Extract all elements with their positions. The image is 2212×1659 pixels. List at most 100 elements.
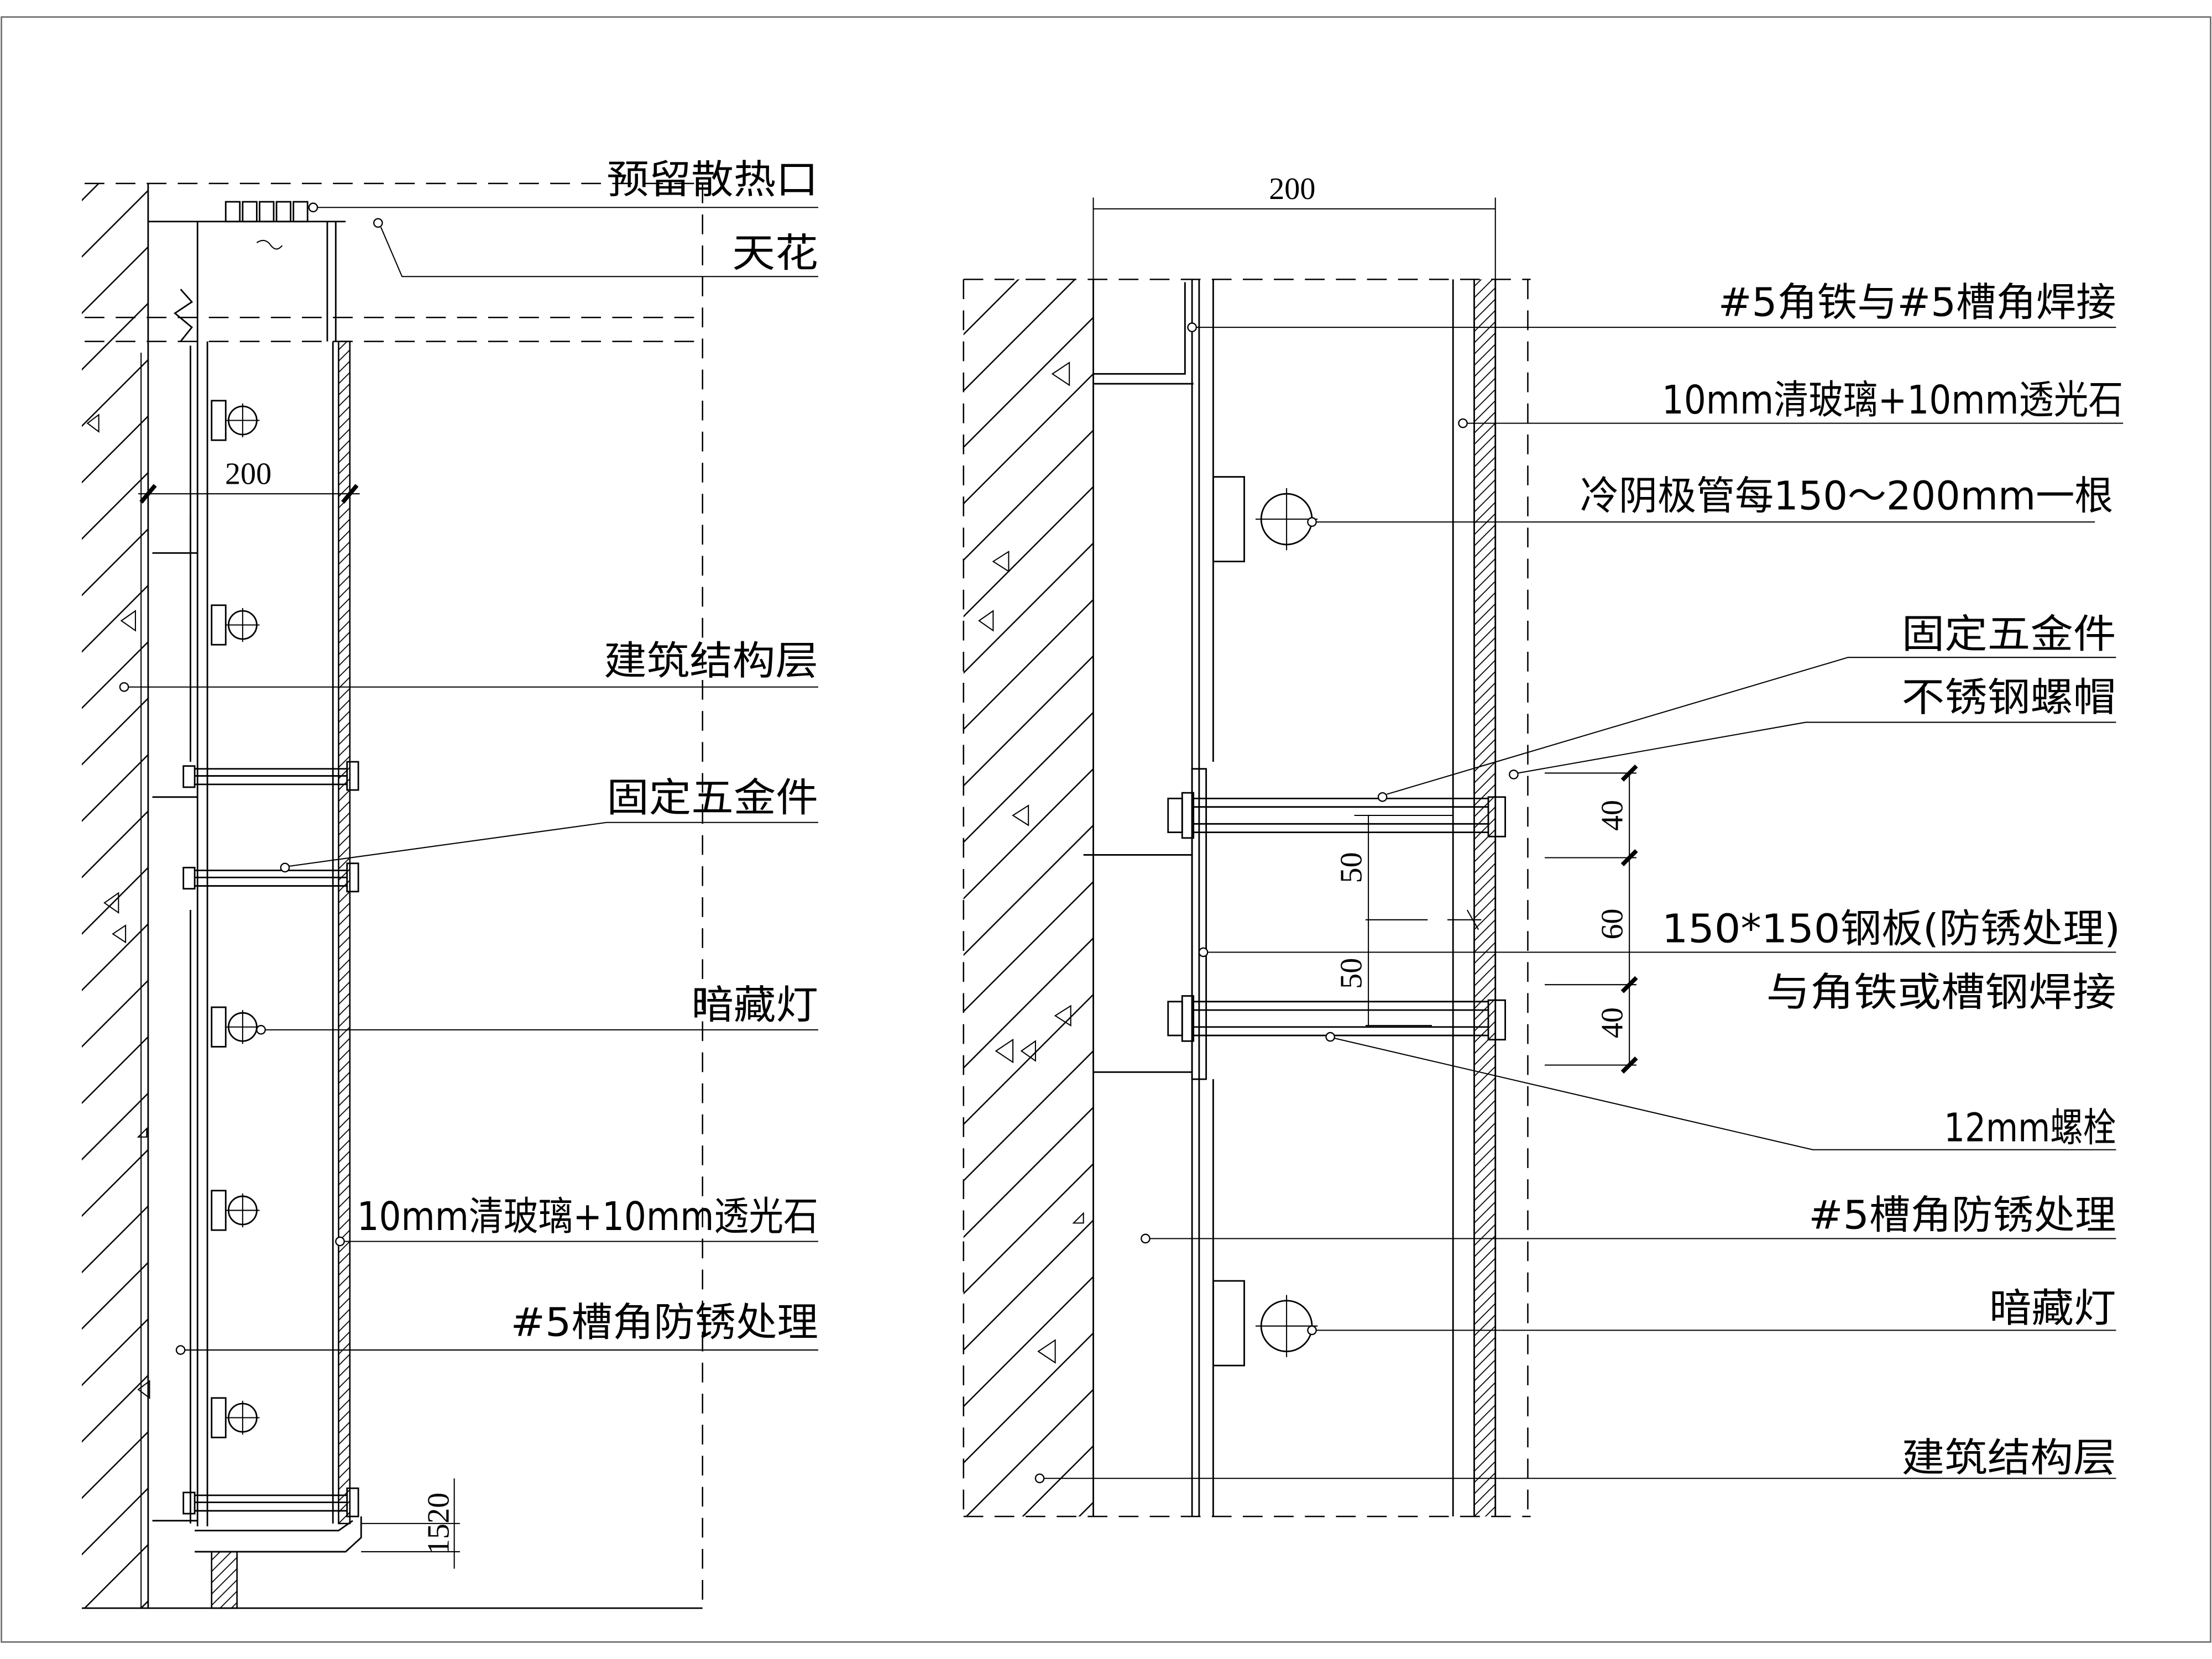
label-hardware: 固定五金件	[1902, 611, 2116, 657]
label-glass: 10mm清玻璃+10mm透光石	[357, 1194, 818, 1239]
lamp-centerline	[226, 1193, 260, 1228]
label-bolt: 12mm螺栓	[1944, 1105, 2116, 1150]
left-bottom-dimension-lines	[361, 1478, 460, 1569]
leader-dot	[1034, 1473, 1045, 1484]
bolt-nut	[182, 1491, 196, 1515]
vent-slot	[224, 201, 241, 223]
lamp-centerline	[226, 1400, 260, 1435]
lamp-holder	[1212, 476, 1245, 563]
right-width-dimension-lines	[1092, 197, 1496, 280]
right-width-dimension: 200	[1269, 172, 1315, 206]
right-spacing-dimension-ticks	[1620, 764, 1638, 1074]
left-detail: 200 1520 预留散热口 天花 建筑结构层 固定五金件 暗藏灯	[81, 157, 818, 1609]
label-structure: 建筑结构层	[604, 638, 818, 684]
left-boundary-dashed-lines	[85, 182, 705, 1609]
vent-slot	[275, 201, 292, 223]
left-angle-brackets	[152, 515, 198, 1522]
vent-slot	[292, 201, 308, 223]
leader-dot	[1458, 418, 1468, 428]
leader-line-hardware	[289, 821, 818, 867]
leader-dot	[1187, 322, 1197, 332]
label-plate-weld: 与角铁或槽钢焊接	[1766, 969, 2116, 1015]
lamp-centerline	[1255, 1295, 1318, 1357]
leader-dot	[280, 862, 290, 873]
dimension-inner-lower: 50	[1334, 958, 1368, 989]
right-spacing-dimension-lines	[1545, 772, 1636, 1066]
label-glass: 10mm清玻璃+10mm透光石	[1662, 377, 2123, 423]
dimension-top-spacing: 40	[1595, 800, 1629, 831]
right-wall-hatch	[963, 279, 1094, 1517]
bolt-shaft	[195, 870, 347, 887]
right-inner-dimension-lines	[1354, 814, 1453, 1027]
label-hardware: 固定五金件	[606, 774, 818, 820]
leader-dot	[1307, 517, 1317, 527]
bolt-nut	[346, 761, 359, 791]
right-translucent-stone	[1474, 279, 1495, 1517]
right-detail: 200	[963, 172, 2124, 1517]
stainless-cap-nut	[1487, 796, 1507, 838]
dimension-inner-upper: 50	[1334, 852, 1368, 883]
leader-line-nut	[1518, 721, 2116, 774]
right-plate-angles	[1083, 854, 1193, 1073]
left-labels: 预留散热口 天花 建筑结构层 固定五金件 暗藏灯 10mm清玻璃+10mm透光石…	[357, 157, 818, 1346]
leader-dot	[1325, 1032, 1336, 1042]
left-bottom-trim	[211, 1551, 238, 1609]
right-leaders	[1034, 322, 2124, 1484]
lamp-centerline	[1255, 488, 1318, 551]
bolt-nut	[346, 862, 359, 893]
label-vent: 预留散热口	[606, 157, 818, 203]
bolt-nut	[182, 866, 196, 890]
left-concrete-aggregate-marks	[86, 414, 150, 1399]
leader-dot	[1141, 1233, 1151, 1244]
right-labels: #5角铁与#5槽角焊接 10mm清玻璃+10mm透光石 冷阴极管每150～200…	[1580, 280, 2123, 1481]
label-plate: 150*150钢板(防锈处理)	[1662, 906, 2120, 952]
bolt-shaft	[1193, 1001, 1488, 1037]
vent-airflow-mark	[256, 239, 283, 250]
right-concrete-aggregate-marks	[978, 361, 1084, 1364]
dimension-mid-spacing: 60	[1595, 908, 1629, 939]
left-steel-channel	[190, 341, 208, 1527]
bolt-nut	[182, 765, 196, 788]
bolt-washer	[1181, 995, 1195, 1042]
leader-dot	[256, 1025, 266, 1035]
label-channel: #5槽角防锈处理	[511, 1300, 818, 1346]
leader-dot	[308, 202, 318, 213]
right-top-angle-iron	[1093, 282, 1194, 385]
leader-dot	[119, 682, 129, 692]
left-width-dimension-ticks	[139, 484, 359, 504]
left-fixing-bolts	[182, 761, 359, 1517]
left-translucent-stone	[338, 341, 351, 1525]
steel-plate	[1191, 768, 1207, 1080]
left-bottom-dimension: 1520	[421, 1493, 456, 1555]
stainless-cap-nut	[1487, 999, 1507, 1041]
label-hidden-light: 暗藏灯	[691, 982, 818, 1028]
lamp-centerline	[226, 608, 260, 642]
dimension-bottom-spacing: 40	[1595, 1007, 1629, 1038]
leader-dot	[175, 1345, 186, 1355]
bolt-washer	[1181, 792, 1195, 839]
label-nut: 不锈钢螺帽	[1902, 674, 2116, 720]
lamp-holder	[1212, 1280, 1245, 1367]
leader-line-ceiling	[380, 227, 818, 278]
right-fixing-bolts	[1167, 792, 1507, 1042]
leader-dot	[1198, 947, 1209, 957]
left-bottom-channel	[195, 1516, 362, 1553]
label-channel: #5槽角防锈处理	[1808, 1192, 2116, 1238]
lamp-centerline	[226, 403, 260, 438]
bolt-shaft	[195, 1494, 347, 1512]
vent-slot	[242, 201, 258, 223]
leader-dot	[1307, 1325, 1317, 1336]
leader-dot	[1509, 770, 1519, 779]
leader-dot	[1377, 792, 1388, 802]
leader-dot	[335, 1236, 345, 1247]
label-hidden-light: 暗藏灯	[1989, 1285, 2116, 1331]
vent-grille	[224, 201, 308, 250]
right-boundary-dashed-lines	[963, 279, 1531, 1517]
bolt-shaft	[195, 768, 347, 786]
vent-slot	[259, 201, 275, 223]
leader-line-hardware	[1386, 657, 2116, 795]
label-structure: 建筑结构层	[1902, 1435, 2116, 1481]
leader-line-bolt	[1334, 1038, 2116, 1150]
